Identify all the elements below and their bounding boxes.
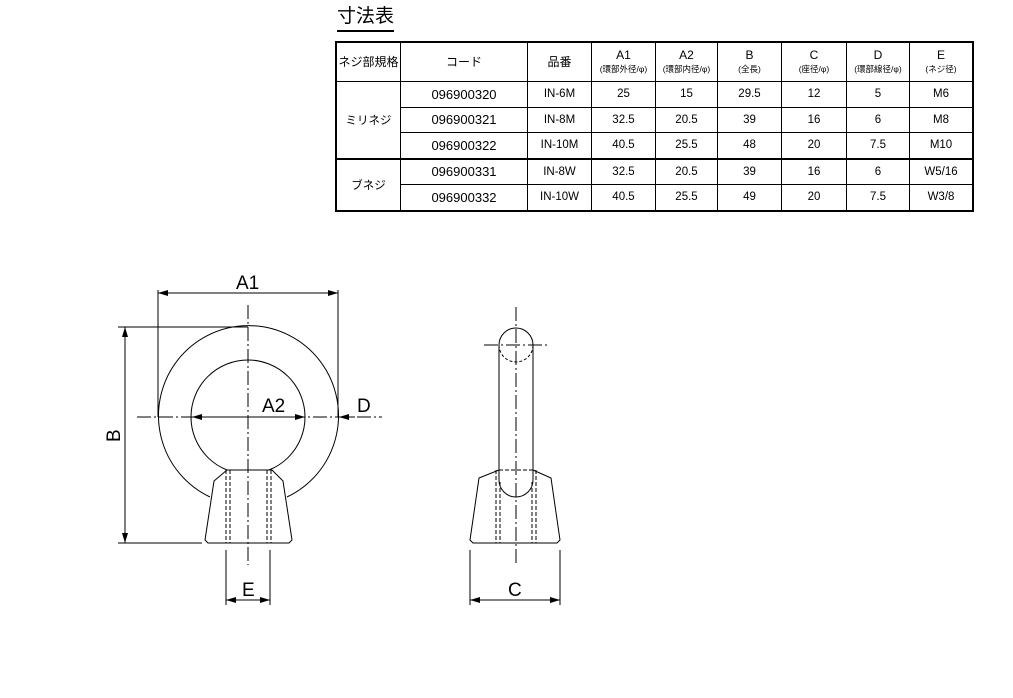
header-d-label: D xyxy=(873,48,883,62)
label-c: C xyxy=(508,580,522,601)
table-cell: 16 xyxy=(781,157,847,185)
table-cell: 20.5 xyxy=(655,106,718,133)
table-header: ネジ部規格 コード 品番 A1 (環部外径/φ) A2 (環部内径/φ) B (全長)… xyxy=(335,41,974,82)
header-b-sub: (全長) xyxy=(738,64,761,74)
header-d-sub: (環部線径/φ) xyxy=(854,64,902,74)
table-cell: W5/16 xyxy=(909,157,974,185)
header-d: D (環部線径/φ) xyxy=(846,41,910,82)
label-a2: A2 xyxy=(262,396,285,417)
table-cell: 096900320 xyxy=(400,81,528,108)
header-c: C (座径/φ) xyxy=(781,41,847,82)
table-cell: 096900332 xyxy=(400,184,528,211)
label-b: B xyxy=(104,429,125,442)
table-cell: 16 xyxy=(781,106,847,133)
table-cell: 32.5 xyxy=(591,157,656,185)
group-label: ミリネジ xyxy=(335,81,401,159)
header-e-label: E xyxy=(936,48,945,62)
dimension-table: ネジ部規格 コード 品番 A1 (環部外径/φ) A2 (環部内径/φ) B (全長)… xyxy=(335,41,974,212)
header-a2-label: A2 xyxy=(679,48,694,62)
table-cell: 096900331 xyxy=(400,157,528,185)
header-part: 品番 xyxy=(527,41,592,82)
table-cell: 12 xyxy=(781,81,847,108)
table-cell: 39 xyxy=(717,157,782,185)
page-title: 寸法表 xyxy=(337,5,395,32)
table-cell: 15 xyxy=(655,81,718,108)
table-cell: W3/8 xyxy=(909,184,974,211)
table-cell: IN-10M xyxy=(527,132,592,159)
table-cell: M8 xyxy=(909,106,974,133)
table-cell: IN-6M xyxy=(527,81,592,108)
label-a1: A1 xyxy=(236,273,259,294)
table-cell: 29.5 xyxy=(717,81,782,108)
group-label: ブネジ xyxy=(335,157,401,211)
header-e-sub: (ネジ径) xyxy=(925,64,957,74)
header-a2: A2 (環部内径/φ) xyxy=(655,41,718,82)
header-b: B (全長) xyxy=(717,41,782,82)
table-cell: 6 xyxy=(846,157,910,185)
table-cell: 40.5 xyxy=(591,132,656,159)
label-d: D xyxy=(357,396,371,417)
label-e: E xyxy=(242,580,255,601)
table-cell: 40.5 xyxy=(591,184,656,211)
header-b-label: B xyxy=(745,48,754,62)
header-a2-sub: (環部内径/φ) xyxy=(662,64,711,74)
header-spec: ネジ部規格 xyxy=(335,41,401,82)
table-cell: M6 xyxy=(909,81,974,108)
table-cell: 096900321 xyxy=(400,106,528,133)
header-e: E (ネジ径) xyxy=(909,41,974,82)
side-view xyxy=(469,307,561,605)
header-c-sub: (座径/φ) xyxy=(798,64,830,74)
header-a1-sub: (環部外径/φ) xyxy=(599,64,648,74)
header-code: コード xyxy=(400,41,528,82)
table-cell: 7.5 xyxy=(846,184,910,211)
table-cell: 49 xyxy=(717,184,782,211)
front-view xyxy=(118,290,382,605)
table-cell: 20 xyxy=(781,184,847,211)
header-a1-label: A1 xyxy=(616,48,631,62)
table-cell: 5 xyxy=(846,81,910,108)
header-c-label: C xyxy=(809,48,819,62)
table-cell: 25.5 xyxy=(655,184,718,211)
table-cell: M10 xyxy=(909,132,974,159)
table-cell: IN-10W xyxy=(527,184,592,211)
table-cell: 25.5 xyxy=(655,132,718,159)
